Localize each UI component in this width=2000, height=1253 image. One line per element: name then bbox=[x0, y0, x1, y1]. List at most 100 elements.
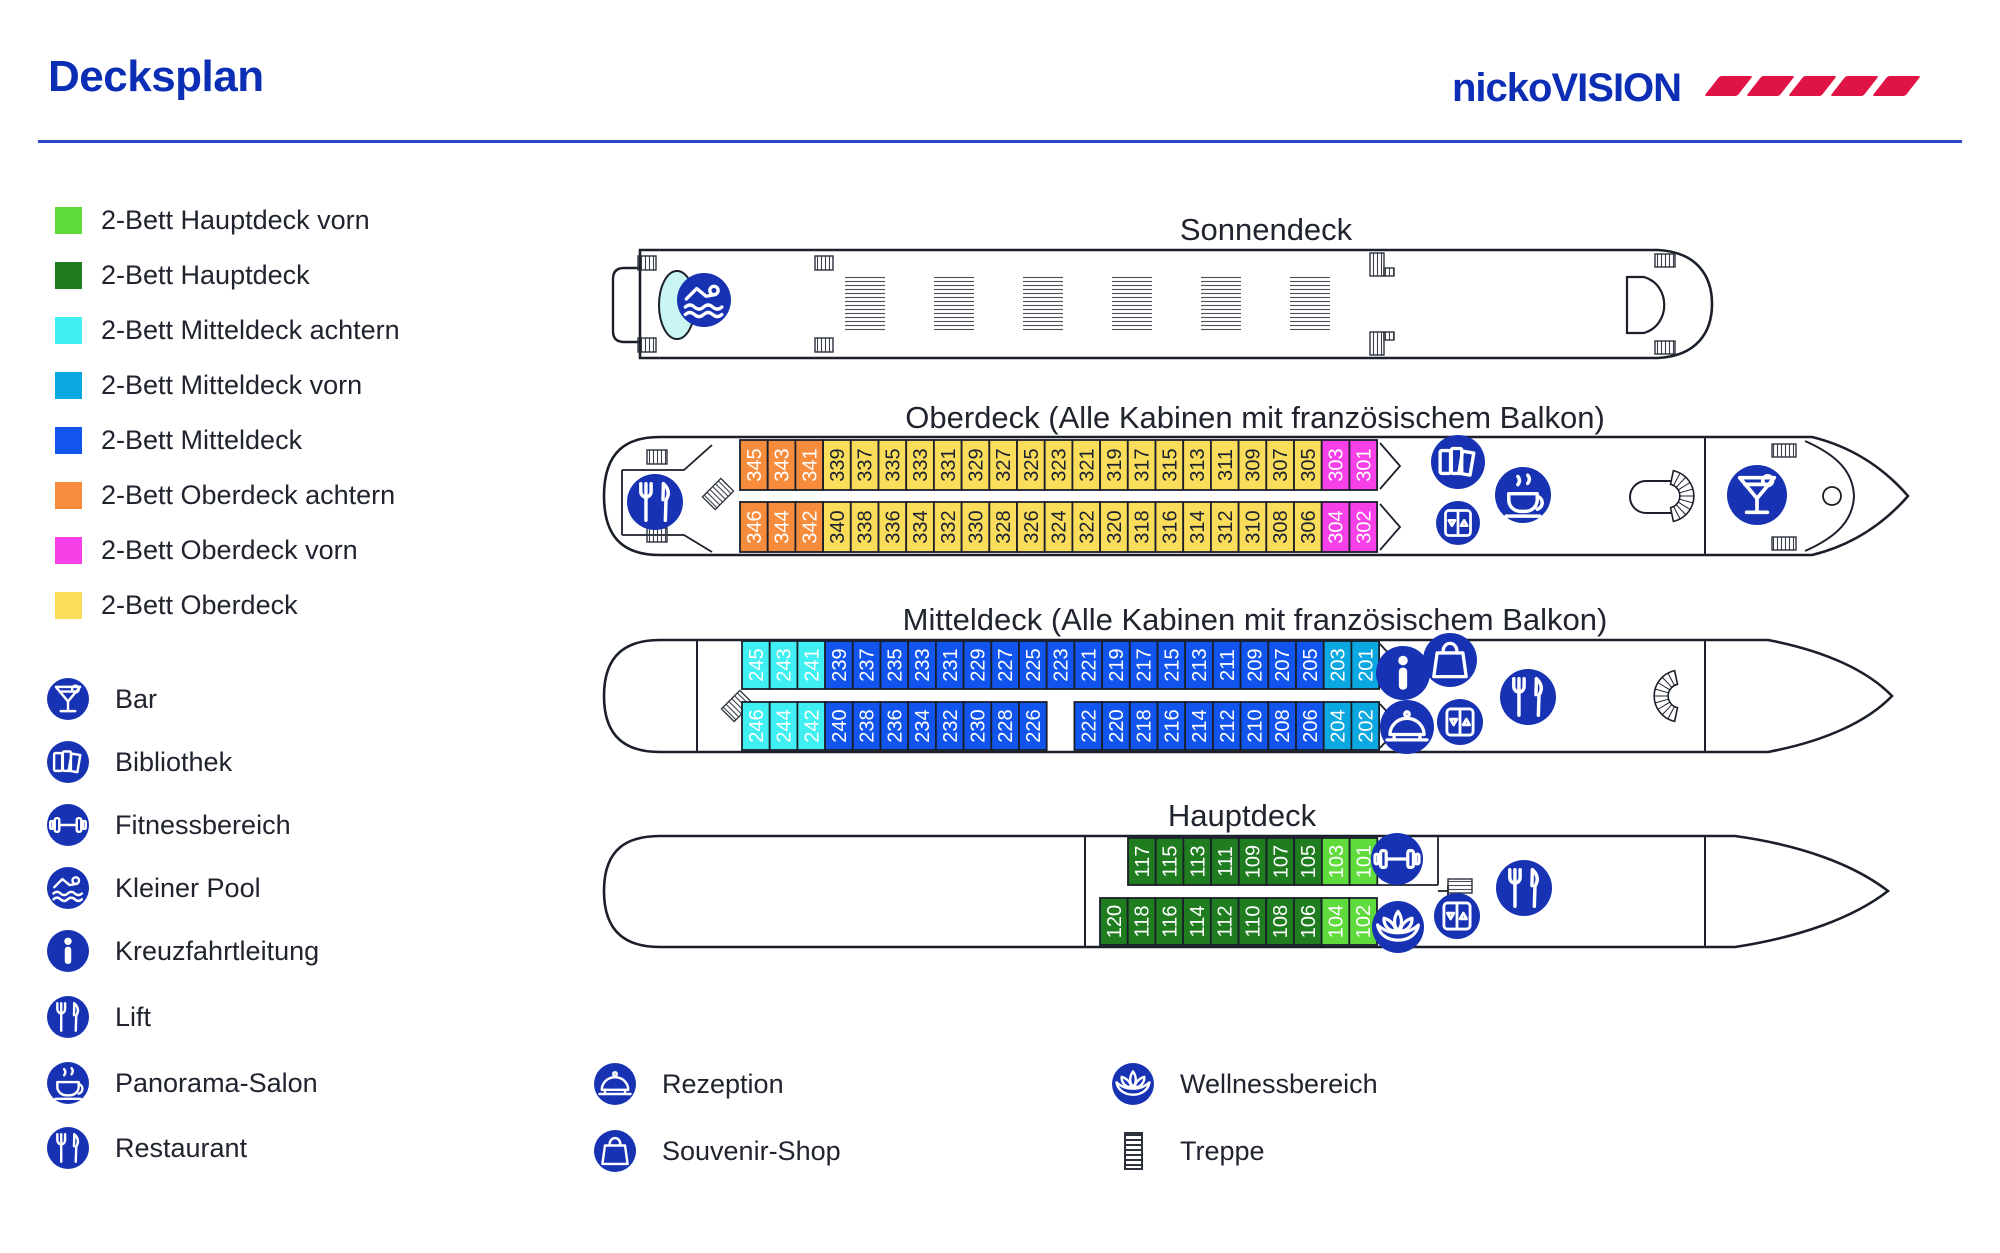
cabin-number: 302 bbox=[1353, 510, 1375, 543]
cabin-number: 242 bbox=[801, 709, 823, 742]
cabin-number: 210 bbox=[1244, 709, 1266, 742]
facility-legend-item: Rezeption bbox=[594, 1063, 784, 1105]
cabin-number: 238 bbox=[857, 709, 879, 742]
cabin-number: 240 bbox=[829, 709, 851, 742]
bow-windshield bbox=[1804, 440, 1856, 552]
cabin-102 bbox=[1348, 897, 1378, 946]
mitteldeck-dividers bbox=[696, 640, 1706, 752]
cabin-245 bbox=[741, 640, 771, 690]
cabin-number: 209 bbox=[1244, 648, 1266, 681]
cabin-number: 211 bbox=[1217, 649, 1239, 681]
cabin-233 bbox=[907, 640, 937, 690]
cabin-220 bbox=[1101, 701, 1131, 751]
facility-label: Souvenir-Shop bbox=[662, 1135, 841, 1166]
stairs-hatch bbox=[1447, 878, 1473, 894]
cabin-number: 216 bbox=[1161, 709, 1183, 742]
cabin-number: 202 bbox=[1355, 709, 1377, 742]
cabin-number: 309 bbox=[1242, 448, 1264, 481]
cabin-229 bbox=[962, 640, 993, 690]
facility-legend-item: Souvenir-Shop bbox=[594, 1130, 841, 1172]
cabin-204 bbox=[1322, 701, 1353, 751]
facility-legend-item: Bar bbox=[47, 678, 158, 720]
cabin-202 bbox=[1350, 701, 1381, 751]
cabin-103 bbox=[1321, 837, 1351, 886]
color-swatch bbox=[55, 591, 82, 619]
cabin-320 bbox=[1099, 501, 1129, 553]
cabin-number: 103 bbox=[1326, 845, 1348, 878]
deck-oberdeck: Oberdeck (Alle Kabinen mit französischem… bbox=[602, 400, 1910, 557]
cabin-109 bbox=[1237, 837, 1268, 886]
legend-label: 2-Bett Oberdeck achtern bbox=[101, 479, 396, 510]
cloche-icon bbox=[1380, 700, 1434, 754]
cabin-number: 327 bbox=[993, 448, 1015, 481]
cabin-number: 215 bbox=[1161, 648, 1183, 681]
cabin-number: 345 bbox=[744, 448, 766, 481]
cabin-241 bbox=[796, 640, 827, 690]
cabin-number: 223 bbox=[1051, 648, 1073, 681]
dumbbell-icon bbox=[1371, 833, 1423, 885]
cabin-235 bbox=[879, 640, 910, 690]
cabin-number: 204 bbox=[1328, 709, 1350, 742]
cabin-339 bbox=[822, 439, 852, 491]
cabin-316 bbox=[1154, 501, 1185, 553]
cabin-number: 235 bbox=[884, 648, 906, 681]
color-swatch bbox=[55, 371, 82, 399]
hauptdeck-hull bbox=[602, 834, 1891, 949]
cabin-number: 108 bbox=[1270, 905, 1292, 938]
cabin-114 bbox=[1182, 897, 1212, 946]
legend-label: 2-Bett Oberdeck vorn bbox=[101, 534, 358, 565]
cabin-number: 228 bbox=[995, 709, 1017, 742]
cabin-number: 322 bbox=[1076, 510, 1098, 543]
info-icon bbox=[47, 930, 89, 972]
cabin-221 bbox=[1073, 640, 1104, 690]
cabin-number: 320 bbox=[1104, 510, 1126, 543]
cabin-207 bbox=[1267, 640, 1297, 690]
legend-item-ob: 2-Bett Oberdeck bbox=[55, 585, 298, 625]
legend-label: 2-Bett Oberdeck bbox=[101, 589, 298, 620]
cabin-number: 343 bbox=[772, 448, 794, 481]
cabin-number: 203 bbox=[1328, 648, 1350, 681]
brand-logo: nickoVISION bbox=[1452, 66, 1921, 111]
cabin-238 bbox=[851, 701, 882, 751]
facility-legend-item: Fitnessbereich bbox=[47, 804, 291, 846]
cabin-301 bbox=[1348, 439, 1379, 491]
corridor-chevrons bbox=[1379, 442, 1402, 551]
cabin-number: 218 bbox=[1134, 709, 1156, 742]
elevator-icon bbox=[1434, 893, 1480, 939]
facility-label: Restaurant bbox=[115, 1132, 248, 1163]
cabin-number: 313 bbox=[1187, 448, 1209, 481]
cabin-number: 306 bbox=[1298, 510, 1320, 543]
cabin-number: 120 bbox=[1104, 905, 1126, 938]
cabin-number: 226 bbox=[1023, 709, 1045, 742]
legend-item-oa: 2-Bett Oberdeck achtern bbox=[55, 475, 395, 515]
facility-label: Treppe bbox=[1180, 1135, 1265, 1166]
cabin-236 bbox=[879, 701, 910, 751]
legend-label: 2-Bett Hauptdeck vorn bbox=[101, 204, 370, 235]
cutlery-icon bbox=[47, 1127, 89, 1169]
cabin-number: 109 bbox=[1243, 845, 1265, 878]
cabin-number: 316 bbox=[1159, 510, 1181, 543]
cabin-310 bbox=[1237, 501, 1268, 553]
cabin-314 bbox=[1182, 501, 1212, 553]
bag-icon bbox=[594, 1130, 636, 1172]
cabin-number: 329 bbox=[966, 448, 988, 481]
cabin-number: 305 bbox=[1298, 448, 1320, 481]
cabin-302 bbox=[1348, 501, 1379, 553]
cabin-number: 219 bbox=[1106, 648, 1128, 681]
books-icon bbox=[47, 741, 89, 783]
cabin-211 bbox=[1212, 640, 1242, 690]
sun-loungers bbox=[845, 276, 1330, 332]
cutlery-icon bbox=[47, 996, 89, 1038]
facility-label: Lift bbox=[115, 1001, 152, 1032]
cabin-number: 214 bbox=[1189, 709, 1211, 742]
cutlery-icon bbox=[627, 474, 683, 530]
cabin-number: 208 bbox=[1272, 709, 1294, 742]
facility-label: Wellnessbereich bbox=[1180, 1068, 1378, 1099]
facility-legend-item: Kreuzfahrtleitung bbox=[47, 930, 319, 972]
facility-label: Bar bbox=[115, 683, 158, 714]
cabin-number: 312 bbox=[1215, 510, 1237, 543]
cabin-319 bbox=[1099, 439, 1129, 491]
cabin-number: 105 bbox=[1298, 845, 1320, 878]
dumbbell-icon bbox=[47, 804, 89, 846]
